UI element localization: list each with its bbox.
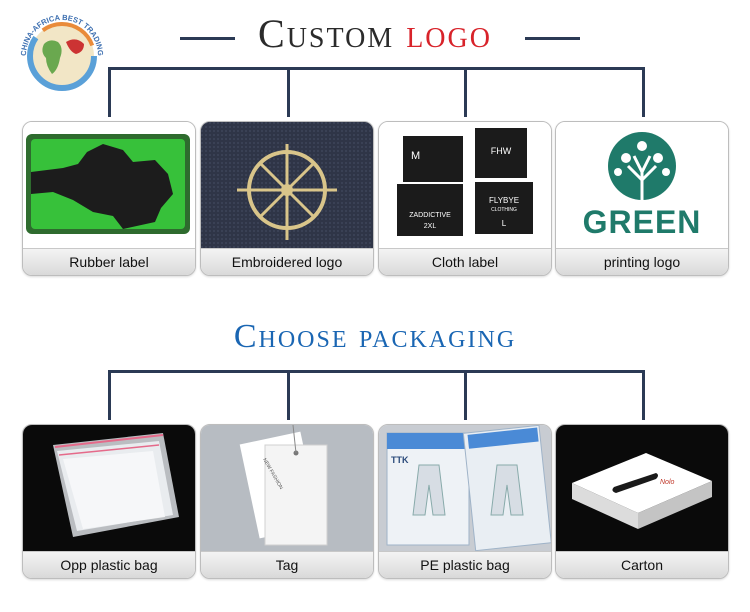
embroidered-logo-image	[201, 122, 373, 249]
card-embroidered-logo: Embroidered logo	[200, 121, 374, 276]
green-brand-text: GREEN	[582, 204, 702, 240]
card-label: Rubber label	[23, 248, 195, 275]
card-opp-plastic-bag: Opp plastic bag	[22, 424, 196, 579]
card-label: Carton	[556, 551, 728, 578]
tag-text: M	[411, 150, 421, 162]
cloth-tag-fhw: FHW	[475, 128, 527, 178]
card-label: PE plastic bag	[379, 551, 551, 578]
tree-drop-3	[464, 370, 467, 420]
tag-text: FHW	[490, 146, 512, 156]
pe-bag-brand: TTK	[391, 455, 409, 465]
cloth-tag-zaddictive: ZADDICTIVE 2XL	[397, 184, 463, 236]
card-label: Embroidered logo	[201, 248, 373, 275]
heading-rule-right	[525, 37, 580, 40]
card-label: Tag	[201, 551, 373, 578]
tree-drop-1	[108, 67, 111, 117]
card-cloth-label: M FHW ZADDICTIVE 2XL FLYBYE CLOTHING L C…	[378, 121, 552, 276]
company-logo: CHINA-AFRICA BEST TRADING PLATFORM	[11, 0, 110, 100]
card-label: printing logo	[556, 248, 728, 275]
title-part-custom: Custom	[258, 11, 395, 56]
tree-drop-4	[642, 370, 645, 420]
opp-bag-image	[23, 425, 195, 552]
tag-text: FLYBYE	[488, 196, 520, 205]
card-pe-plastic-bag: TTK PE plastic bag	[378, 424, 552, 579]
card-rubber-label: Rubber label	[22, 121, 196, 276]
tree-drop-2	[287, 67, 290, 117]
tree-drop-2	[287, 370, 290, 420]
tree-drop-1	[108, 370, 111, 420]
carton-brand: Nolo	[660, 479, 675, 486]
tag-text: L	[501, 219, 507, 228]
title-part-logo: logo	[406, 11, 492, 56]
heading-rule-left	[180, 37, 235, 40]
tree-connector-top	[108, 67, 645, 70]
tree-connector-top	[108, 370, 645, 373]
card-carton: Nolo Carton	[555, 424, 729, 579]
tag-text: 2XL	[423, 223, 437, 230]
rubber-label-image	[23, 122, 195, 249]
section-title-custom-logo: Custom logo	[0, 10, 750, 57]
cloth-tag-size-m: M	[403, 136, 463, 182]
tree-drop-3	[464, 67, 467, 117]
cloth-label-image: M FHW ZADDICTIVE 2XL FLYBYE CLOTHING L	[379, 122, 551, 249]
pe-bag-image: TTK	[379, 425, 551, 552]
card-label: Cloth label	[379, 248, 551, 275]
card-printing-logo: GREEN printing logo	[555, 121, 729, 276]
tag-image: NEW FASHION	[201, 425, 373, 552]
card-tag: NEW FASHION Tag	[200, 424, 374, 579]
carton-image: Nolo	[556, 425, 728, 552]
section-title-packaging: Choose packaging	[233, 318, 517, 355]
cloth-tag-flybye: FLYBYE CLOTHING L	[475, 182, 533, 234]
card-label: Opp plastic bag	[23, 551, 195, 578]
printing-logo-image: GREEN	[556, 122, 728, 249]
tag-text: ZADDICTIVE	[409, 212, 451, 219]
tag-text: CLOTHING	[491, 207, 517, 213]
tree-drop-4	[642, 67, 645, 117]
